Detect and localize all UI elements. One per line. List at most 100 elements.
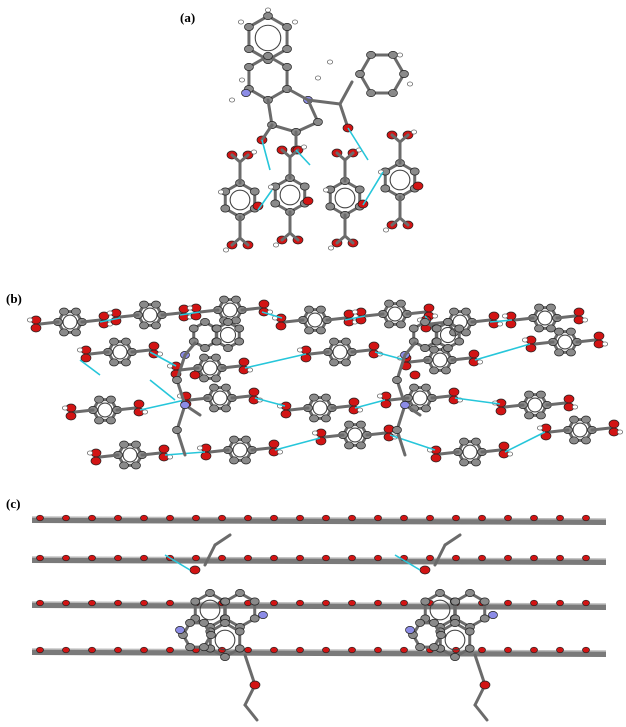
carbon-atom bbox=[366, 89, 376, 98]
hydrogen-atom bbox=[268, 184, 274, 190]
bond bbox=[283, 318, 305, 324]
carbon-atom bbox=[309, 414, 319, 423]
hydrogen-atom bbox=[602, 341, 608, 347]
oxygen-atom bbox=[504, 599, 512, 607]
hydrogen-atom bbox=[432, 313, 438, 319]
carbon-atom bbox=[536, 411, 546, 420]
carbon-atom bbox=[241, 435, 251, 444]
bond bbox=[438, 450, 460, 456]
oxygen-atom bbox=[478, 646, 486, 654]
hydrogen-atom bbox=[497, 321, 503, 327]
aromatic-ring bbox=[62, 314, 78, 330]
carbon-atom bbox=[231, 295, 241, 304]
hydrogen-atom bbox=[323, 187, 329, 193]
bond bbox=[73, 408, 95, 414]
carbon-atom bbox=[459, 437, 469, 446]
carbon-atom bbox=[172, 426, 182, 434]
oxygen-atom bbox=[374, 646, 382, 654]
oxygen-atom bbox=[244, 554, 252, 562]
carbon-atom bbox=[471, 437, 481, 446]
bond bbox=[115, 406, 137, 412]
hydrogen-atom bbox=[187, 305, 193, 311]
carbon-atom bbox=[139, 321, 149, 330]
acid-molecule bbox=[377, 383, 463, 413]
carbon-atom bbox=[316, 326, 326, 335]
acid-molecule bbox=[522, 327, 608, 357]
amide-molecule bbox=[394, 533, 498, 722]
aromatic-ring bbox=[537, 310, 553, 326]
oxygen-atom bbox=[348, 397, 360, 407]
hydrogen-atom bbox=[397, 52, 403, 58]
oxygen-atom bbox=[448, 387, 460, 397]
molecular-layer bbox=[31, 554, 607, 565]
aromatic-ring bbox=[462, 444, 478, 460]
layer-backbone bbox=[31, 602, 607, 610]
nitrogen-atom bbox=[180, 401, 190, 409]
oxygen-atom bbox=[419, 565, 431, 575]
carbon-atom bbox=[172, 376, 182, 384]
oxygen-atom bbox=[593, 331, 605, 341]
carbon-atom bbox=[421, 383, 431, 392]
oxygen-atom bbox=[88, 514, 96, 522]
carbon-atom bbox=[59, 328, 69, 337]
carbon-atom bbox=[408, 324, 419, 333]
carbon-atom bbox=[94, 395, 104, 404]
hydrogen-bond bbox=[99, 317, 121, 323]
oxygen-atom bbox=[98, 311, 110, 321]
bond bbox=[473, 703, 489, 722]
carbon-atom bbox=[209, 404, 219, 413]
carbon-atom bbox=[234, 337, 245, 346]
oxygen-atom bbox=[62, 514, 70, 522]
carbon-atom bbox=[429, 643, 439, 652]
bond bbox=[306, 98, 342, 106]
bond bbox=[395, 428, 407, 457]
acid-molecule bbox=[312, 420, 398, 450]
acid-molecule bbox=[492, 390, 578, 420]
carbon-atom bbox=[131, 440, 141, 449]
carbon-atom bbox=[454, 324, 465, 333]
oxygen-atom bbox=[452, 514, 460, 522]
carbon-atom bbox=[131, 461, 141, 470]
carbon-atom bbox=[151, 321, 161, 330]
carbon-atom bbox=[219, 295, 229, 304]
hydrogen-atom bbox=[502, 313, 508, 319]
carbon-atom bbox=[313, 118, 323, 126]
oxygen-atom bbox=[36, 599, 44, 607]
carbon-atom bbox=[229, 435, 239, 444]
carbon-atom bbox=[309, 393, 319, 402]
oxygen-atom bbox=[409, 370, 421, 380]
carbon-atom bbox=[139, 300, 149, 309]
bond bbox=[343, 234, 355, 245]
carbon-atom bbox=[581, 436, 591, 445]
bond bbox=[338, 80, 354, 106]
oxygen-atom bbox=[249, 680, 261, 690]
oxygen-atom bbox=[412, 181, 424, 191]
carbon-atom bbox=[421, 404, 431, 413]
carbon-atom bbox=[569, 415, 579, 424]
oxygen-atom bbox=[189, 565, 201, 575]
hydrogen-bond bbox=[504, 431, 546, 453]
carbon-atom bbox=[151, 300, 161, 309]
bond bbox=[250, 446, 272, 452]
oxygen-atom bbox=[114, 554, 122, 562]
layer-stack-c bbox=[31, 514, 607, 722]
oxygen-atom bbox=[140, 554, 148, 562]
oxygen-atom bbox=[62, 646, 70, 654]
carbon-atom bbox=[356, 441, 366, 450]
carbon-atom bbox=[282, 23, 292, 31]
carbon-atom bbox=[220, 204, 231, 213]
oxygen-atom bbox=[530, 599, 538, 607]
hydrogen-bond bbox=[454, 397, 501, 405]
carbon-atom bbox=[282, 63, 292, 71]
hydrogen-atom bbox=[352, 309, 358, 315]
acid-molecule bbox=[323, 147, 369, 251]
hydrogen-bond bbox=[261, 139, 271, 171]
oxygen-atom bbox=[30, 323, 42, 333]
oxygen-atom bbox=[368, 341, 380, 351]
oxygen-atom bbox=[498, 441, 510, 451]
aromatic-ring bbox=[387, 306, 403, 322]
aromatic-ring bbox=[214, 629, 236, 651]
aromatic-ring bbox=[229, 189, 251, 211]
oxygen-atom bbox=[296, 646, 304, 654]
carbon-atom bbox=[554, 327, 564, 336]
